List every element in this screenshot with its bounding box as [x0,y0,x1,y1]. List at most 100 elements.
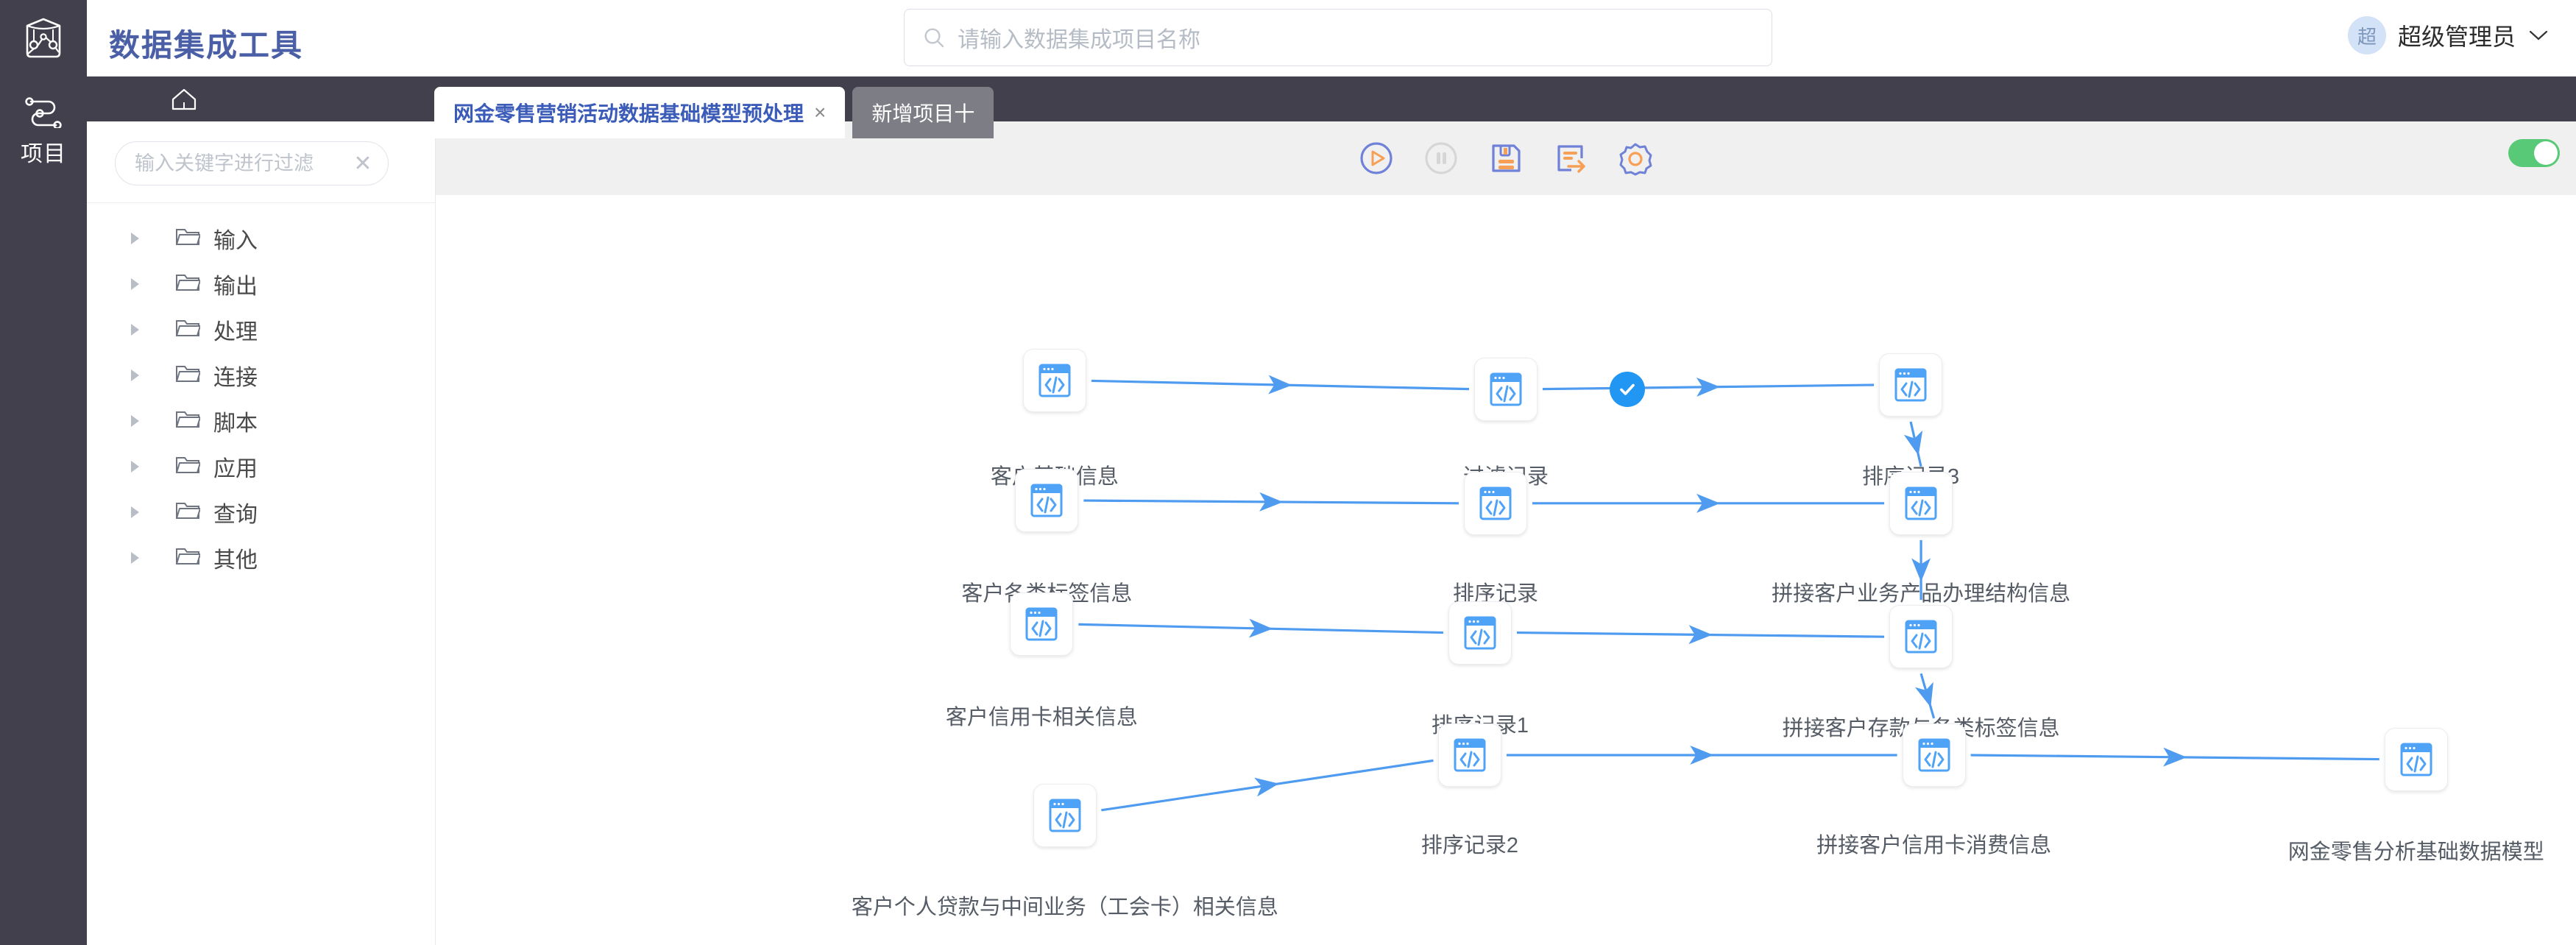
tab-close-icon[interactable]: × [814,101,827,124]
expand-caret-icon[interactable] [131,324,139,336]
folder-icon [175,227,201,251]
app-logo[interactable] [0,0,87,77]
flow-edge-arrowhead [1254,777,1279,797]
code-window-icon [1490,372,1522,406]
flow-node-label: 排序记录2 [1420,834,1519,858]
search-icon [924,28,944,48]
export-button[interactable] [1551,138,1590,178]
flow-canvas[interactable]: 客户基础信息过滤记录排序记录3客户各类标签信息排序记录拼接客户业务产品办理结构信… [436,195,2576,945]
tab-project-active[interactable]: 网金零售营销活动数据基础模型预处理 × [434,87,846,138]
sidebar-item-projects-label: 项目 [21,142,66,166]
home-button[interactable] [155,84,213,116]
tree-item-label: 脚本 [213,411,258,436]
expand-caret-icon[interactable] [131,369,139,381]
expand-caret-icon[interactable] [131,415,139,427]
tree-item[interactable]: 其他 [87,535,436,581]
flow-node[interactable] [1033,784,1097,848]
code-window-icon [1894,368,1927,402]
folder-icon [175,318,201,342]
toolbar-buttons [436,138,2576,178]
flow-nodes-icon [25,97,62,128]
flow-node[interactable] [1889,471,1953,535]
divider [87,202,436,203]
flow-node[interactable] [1879,353,1943,417]
play-circle-icon [1360,142,1393,174]
folder-icon [175,272,201,297]
flow-edge-arrowhead [1248,618,1273,638]
chevron-down-icon [2529,30,2548,40]
code-window-icon [1905,486,1937,520]
flow-node-label: 网金零售分析基础数据模型 [2287,840,2544,865]
flow-node[interactable] [1889,605,1953,669]
flow-node[interactable] [1437,723,1501,787]
sidebar-item-projects[interactable]: 项目 [0,94,87,168]
home-icon [171,88,197,110]
run-button[interactable] [1356,138,1396,178]
tree-item[interactable]: 应用 [87,444,436,489]
flow-node[interactable] [1902,723,1966,787]
check-circle-icon[interactable] [1609,371,1645,407]
flow-node-label: 拼接客户业务产品办理结构信息 [1772,581,2071,606]
top-header: 数据集成工具 请输入数据集成项目名称 超 超级管理员 [87,0,2576,77]
filter-input[interactable] [115,141,389,185]
search-box[interactable]: 请输入数据集成项目名称 [904,9,1772,66]
flow-edge-arrowhead [1690,745,1714,765]
flow-edge-arrowhead [2163,747,2187,767]
tree-item-label: 连接 [213,366,258,390]
flow-edge-arrowhead [1268,375,1292,394]
tree-list: 输入输出处理连接脚本应用查询其他 [87,216,436,581]
flow-node[interactable] [1010,592,1074,656]
folder-icon [175,364,201,388]
expand-caret-icon[interactable] [131,461,139,473]
save-floppy-icon [1492,144,1521,172]
expand-caret-icon[interactable] [131,552,139,564]
code-window-icon [1038,364,1071,397]
search-input[interactable]: 请输入数据集成项目名称 [958,28,1200,52]
flow-edge-arrowhead [1696,378,1721,397]
toggle-knob [2534,141,2558,165]
save-button[interactable] [1486,138,1526,178]
flow-edge-arrowhead [1688,625,1713,645]
tree-item[interactable]: 脚本 [87,398,436,444]
user-name: 超级管理员 [2397,24,2516,50]
flow-node[interactable] [1022,349,1086,413]
flow-node[interactable] [1474,357,1538,421]
flow-edge-arrowhead [1911,558,1931,582]
expand-caret-icon[interactable] [131,233,139,244]
canvas-toggle[interactable] [2508,139,2560,167]
tree-item[interactable]: 查询 [87,489,436,535]
code-window-icon [1454,738,1486,772]
tree-item-label: 处理 [213,320,258,344]
tab-label: 新增项目十 [871,102,975,125]
flow-node[interactable] [2384,727,2448,791]
flow-node[interactable] [1015,469,1079,533]
tree-item[interactable]: 输出 [87,261,436,307]
tree-item[interactable]: 处理 [87,307,436,353]
left-rail: 项目 [0,0,87,945]
tree-item-label: 查询 [213,503,258,527]
filter-field: ✕ [115,141,389,185]
expand-caret-icon[interactable] [131,506,139,518]
settings-button[interactable] [1616,138,1655,178]
flow-node[interactable] [1448,601,1512,665]
stop-button[interactable] [1421,138,1461,178]
tab-add-project[interactable]: 新增项目十 [852,87,994,138]
tree-item-label: 输出 [213,275,258,299]
filter-clear-icon[interactable]: ✕ [353,151,372,176]
code-window-icon [1918,738,1950,772]
code-window-icon [1479,486,1512,520]
tree-item-label: 其他 [213,548,258,573]
tree-item[interactable]: 连接 [87,353,436,398]
user-menu[interactable]: 超 超级管理员 [2347,16,2550,54]
folder-icon [175,409,201,433]
flow-node[interactable] [1463,471,1527,535]
tree-item[interactable]: 输入 [87,216,436,261]
code-window-icon [1905,620,1937,654]
flow-node-label: 拼接客户信用卡消费信息 [1816,834,2052,858]
code-window-icon [1049,799,1081,832]
code-window-icon [1025,607,1058,641]
page-title: 数据集成工具 [109,28,304,63]
expand-caret-icon[interactable] [131,278,139,290]
